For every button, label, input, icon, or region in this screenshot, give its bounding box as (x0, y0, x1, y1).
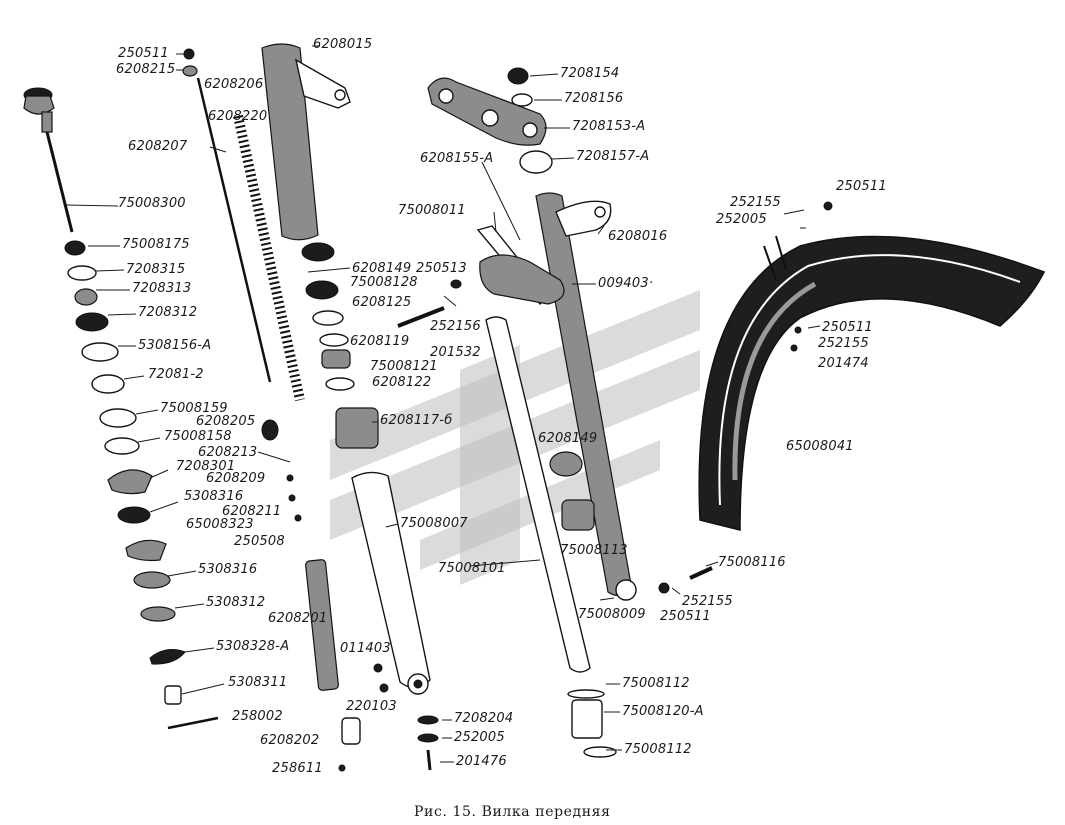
label-75008159: 75008159 (160, 401, 228, 416)
label-7208312: 7208312 (138, 305, 198, 320)
leader-lines (64, 45, 821, 763)
upper-fork-tube (261, 43, 379, 449)
figure-caption: Рис. 15. Вилка передняя (414, 804, 611, 820)
label-6208016: 6208016 (608, 229, 668, 244)
label-252155-c: 252155 (818, 336, 869, 351)
label-6208220: 6208220 (208, 109, 268, 124)
front-fender (698, 201, 1046, 531)
label-6208213: 6208213 (198, 445, 258, 460)
label-75008113: 75008113 (560, 543, 628, 558)
label-75008116: 75008116 (718, 555, 786, 570)
tie-rod-and-spring (182, 48, 305, 402)
label-5308312: 5308312 (206, 595, 266, 610)
label-250511-c: 250511 (836, 179, 887, 194)
label-7208301: 7208301 (176, 459, 236, 474)
upper-yoke (427, 67, 553, 174)
right-fork-leg (397, 192, 713, 758)
label-252155-b: 252155 (730, 195, 781, 210)
label-6208125: 6208125 (352, 295, 412, 310)
label-6208149-a: 6208149 (352, 261, 412, 276)
label-6208202: 6208202 (260, 733, 320, 748)
label-250511-d: 250511 (822, 320, 873, 335)
label-258611: 258611 (272, 761, 323, 776)
label-7208157-A: 7208157-А (576, 149, 650, 164)
label-6208205: 6208205 (196, 414, 256, 429)
small-fasteners (257, 419, 439, 772)
label-75008128: 75008128 (350, 275, 418, 290)
label-6208117-6: 6208117-б (380, 413, 453, 428)
label-009403: 009403· (598, 276, 654, 291)
label-65008041: 65008041 (786, 439, 854, 454)
label-75008007: 75008007 (400, 516, 468, 531)
label-5308311: 5308311 (228, 675, 288, 690)
label-6208119: 6208119 (350, 334, 410, 349)
label-75008009: 75008009 (578, 607, 646, 622)
label-250508: 250508 (234, 534, 285, 549)
label-75008300: 75008300 (118, 196, 186, 211)
label-75008112-b: 75008112 (624, 742, 692, 757)
label-5308328-A: 5308328-А (216, 639, 290, 654)
label-250511: 250511 (118, 46, 169, 61)
label-250511-b: 250511 (660, 609, 711, 624)
label-75008011: 75008011 (398, 203, 466, 218)
label-250513: 250513 (416, 261, 467, 276)
label-5308316-a: 5308316 (184, 489, 244, 504)
left-stack-parts (64, 240, 219, 730)
shock-rod-assembly (23, 87, 74, 233)
label-7208313: 7208313 (132, 281, 192, 296)
label-6208122: 6208122 (372, 375, 432, 390)
label-6208155-A: 6208155-А (420, 151, 494, 166)
label-6208207: 6208207 (128, 139, 188, 154)
label-65008323: 65008323 (186, 517, 254, 532)
label-6208201: 6208201 (268, 611, 328, 626)
label-5308156-A: 5308156-А (138, 338, 212, 353)
label-6208209: 6208209 (206, 471, 266, 486)
label-252005-a: 252005 (454, 730, 505, 745)
label-75008121: 75008121 (370, 359, 438, 374)
label-7208204: 7208204 (454, 711, 514, 726)
label-252155-a: 252155 (682, 594, 733, 609)
label-7208156: 7208156 (564, 91, 624, 106)
label-6208211: 6208211 (222, 504, 282, 519)
label-6208215: 6208215 (116, 62, 176, 77)
label-75008101: 75008101 (438, 561, 506, 576)
label-7208315: 7208315 (126, 262, 186, 277)
label-6208206: 6208206 (204, 77, 264, 92)
label-6208015: 6208015 (313, 37, 373, 52)
label-201532: 201532 (430, 345, 481, 360)
label-201476: 201476 (456, 754, 507, 769)
label-7208154: 7208154 (560, 66, 620, 81)
label-75008112-a: 75008112 (622, 676, 690, 691)
label-201474: 201474 (818, 356, 869, 371)
label-252005-b: 252005 (716, 212, 767, 227)
label-7208153-A: 7208153-А (572, 119, 646, 134)
label-5308316-b: 5308316 (198, 562, 258, 577)
label-75008175: 75008175 (122, 237, 190, 252)
lower-slider-tube (305, 471, 431, 745)
label-6208149-b: 6208149 (538, 431, 598, 446)
label-252156: 252156 (430, 319, 481, 334)
label-72081-2: 72081-2 (148, 367, 204, 382)
label-011403: 011403 (340, 641, 391, 656)
label-220103: 220103 (346, 699, 397, 714)
label-258002: 258002 (232, 709, 283, 724)
label-75008120-A: 75008120-А (622, 704, 704, 719)
label-75008158: 75008158 (164, 429, 232, 444)
